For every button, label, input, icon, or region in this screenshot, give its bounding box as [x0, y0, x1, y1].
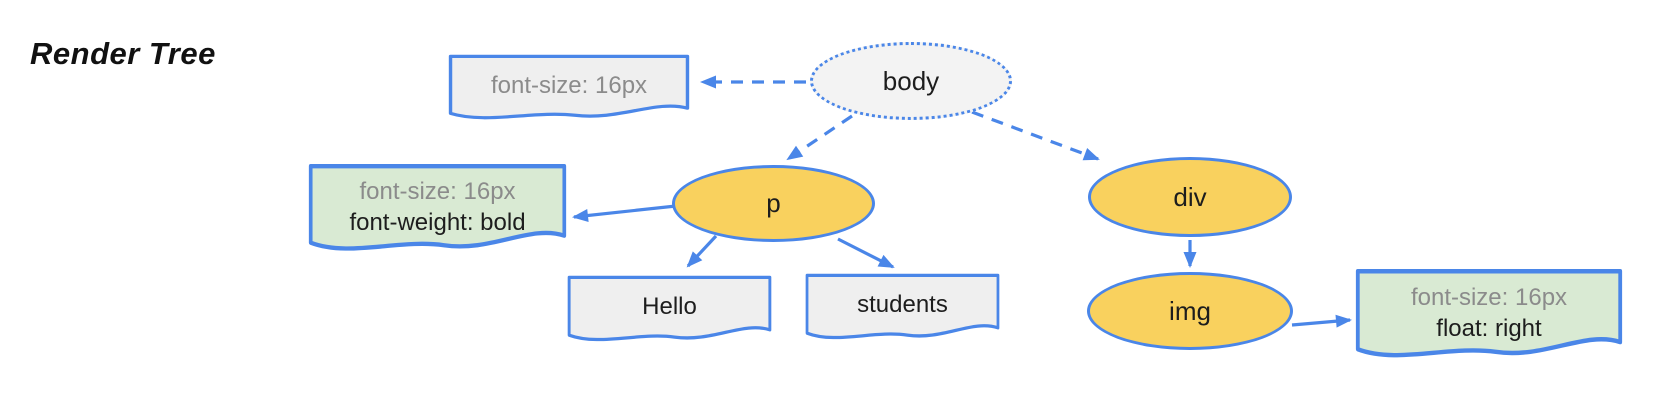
text-node-students-label: students — [857, 291, 948, 318]
diagram-title: Render Tree — [30, 36, 216, 71]
style-note-img-line1: font-size: 16px — [1410, 284, 1568, 311]
edge-p-to-hello — [686, 234, 718, 268]
document-shape — [805, 273, 1000, 340]
style-note-p-line2: font-weight: bold — [349, 209, 526, 236]
node-img: img — [1087, 272, 1293, 350]
document-shape — [448, 54, 690, 120]
style-note-p: font-size: 16px font-weight: bold — [308, 163, 567, 265]
node-body-label: body — [882, 65, 940, 96]
style-note-img-line2: float: right — [1436, 315, 1542, 342]
edge-p-to-students — [837, 237, 895, 269]
style-note-p-line1: font-size: 16px — [359, 178, 516, 205]
text-node-hello: Hello — [567, 275, 772, 352]
style-note-body-line1: font-size: 16px — [490, 71, 648, 99]
text-node-students: students — [805, 273, 1000, 350]
node-p-label: p — [766, 188, 781, 218]
style-note-body: font-size: 16px — [448, 54, 690, 130]
document-shape — [567, 275, 772, 342]
edge-body-to-p — [786, 114, 853, 161]
node-body: body — [810, 42, 1012, 120]
edge-body-to-div — [971, 110, 1100, 161]
node-p: p — [672, 165, 875, 242]
document-shape — [1355, 269, 1623, 358]
document-shape — [308, 164, 567, 251]
node-div-label: div — [1173, 181, 1207, 212]
style-note-img: font-size: 16px float: right — [1355, 268, 1623, 372]
node-img-label: img — [1169, 295, 1211, 326]
edge-p-to-p-style — [572, 204, 677, 222]
edge-img-to-img-style — [1291, 314, 1352, 328]
node-div: div — [1088, 157, 1292, 237]
text-node-hello-label: Hello — [642, 293, 697, 320]
